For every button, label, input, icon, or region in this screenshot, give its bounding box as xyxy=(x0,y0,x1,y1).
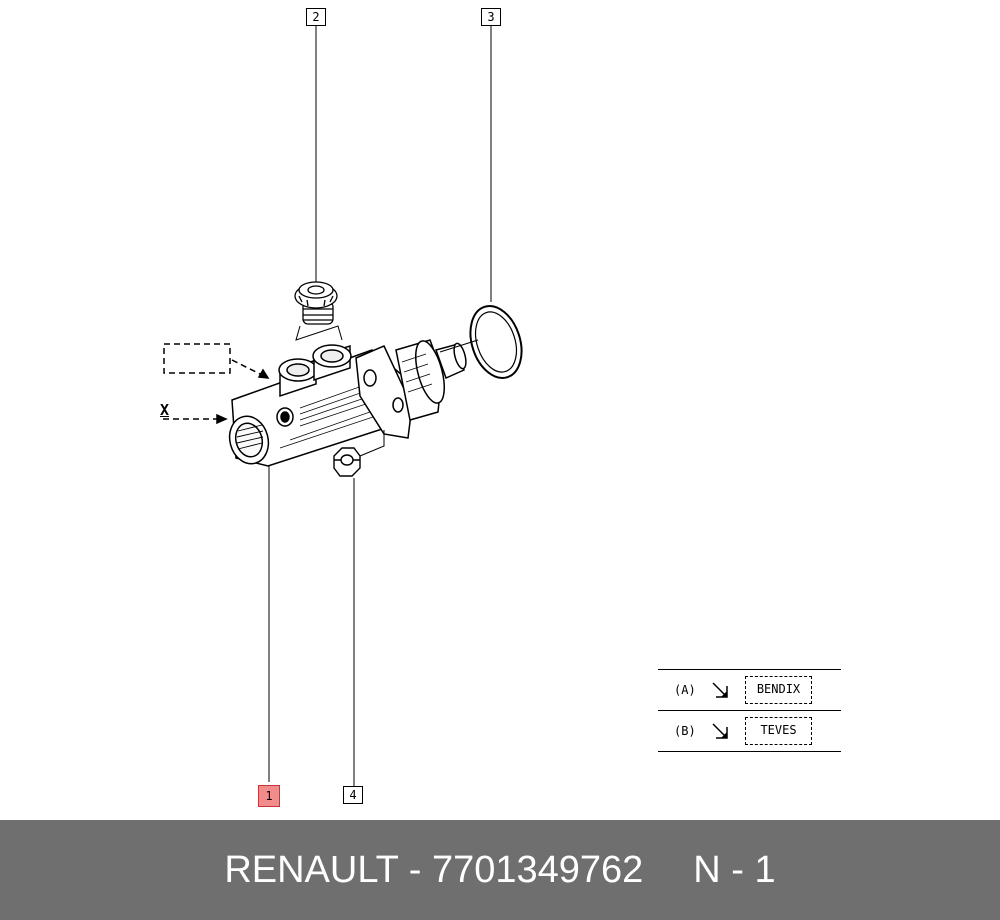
part-number-footer: RENAULT - 7701349762 N - 1 xyxy=(0,820,1000,920)
legend-brand-bendix: BENDIX xyxy=(745,676,812,704)
view-label-x: X xyxy=(160,401,170,419)
assembly-lines xyxy=(295,325,479,457)
legend-brand-teves: TEVES xyxy=(745,717,812,745)
quantity-text: N - 1 xyxy=(693,848,776,891)
reference-indicators xyxy=(163,343,270,425)
legend-code-b: (B) xyxy=(674,724,696,738)
nut xyxy=(333,447,361,477)
legend-code-a: (A) xyxy=(674,683,696,697)
callout-part-2[interactable]: 2 xyxy=(306,8,326,26)
variant-legend: (A) BENDIX (B) TEVES xyxy=(658,669,841,752)
callout-part-3[interactable]: 3 xyxy=(481,8,501,26)
part-number-text: RENAULT - 7701349762 xyxy=(224,848,644,891)
seal-ring xyxy=(469,305,523,379)
callout-part-1[interactable]: 1 xyxy=(258,785,280,807)
callout-part-4[interactable]: 4 xyxy=(343,786,363,804)
diagonal-arrow-icon xyxy=(712,723,728,739)
diagonal-arrow-icon xyxy=(712,682,728,698)
master-cylinder-exploded-diagram xyxy=(163,26,523,786)
legend-row-a: (A) BENDIX xyxy=(658,669,841,710)
leader-lines xyxy=(268,26,492,786)
filler-cap xyxy=(294,281,338,325)
cylinder-body xyxy=(228,339,467,467)
legend-row-b: (B) TEVES xyxy=(658,710,841,752)
